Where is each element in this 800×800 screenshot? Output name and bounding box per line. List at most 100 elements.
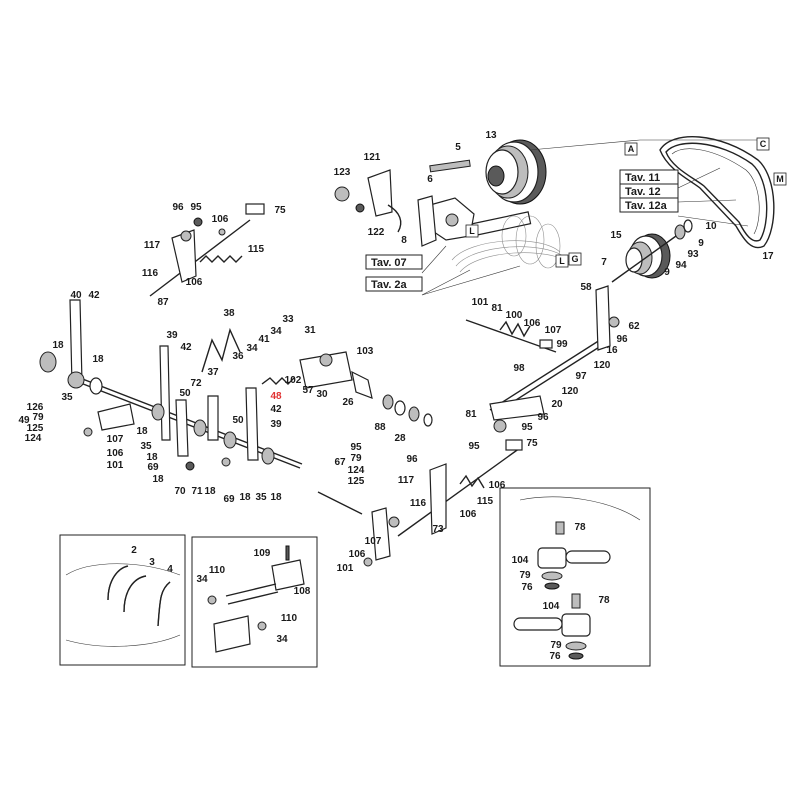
part-callout[interactable]: 117 (398, 475, 415, 486)
part-callout[interactable]: 71 (191, 486, 203, 497)
part-callout[interactable]: 99 (556, 339, 568, 350)
part-callout[interactable]: 75 (526, 438, 538, 449)
part-callout[interactable]: 115 (248, 244, 265, 255)
part-callout[interactable]: 96 (172, 202, 184, 213)
part-callout[interactable]: 79 (350, 453, 362, 464)
part-callout[interactable]: 6 (427, 174, 433, 185)
part-callout[interactable]: 70 (174, 486, 186, 497)
part-callout[interactable]: 34 (276, 634, 288, 645)
part-callout[interactable]: 101 (107, 460, 124, 471)
part-callout[interactable]: 5 (455, 142, 461, 153)
part-callout[interactable]: 116 (410, 498, 427, 509)
part-callout[interactable]: 50 (179, 388, 191, 399)
part-callout[interactable]: 39 (166, 330, 178, 341)
part-callout[interactable]: 94 (675, 260, 687, 271)
part-callout[interactable]: 126 (27, 402, 44, 413)
part-callout[interactable]: 72 (190, 378, 202, 389)
part-callout[interactable]: 18 (136, 426, 148, 437)
part-callout[interactable]: 95 (521, 422, 533, 433)
part-callout[interactable]: 120 (562, 386, 579, 397)
part-callout[interactable]: 101 (472, 297, 489, 308)
part-callout[interactable]: 18 (239, 492, 251, 503)
part-callout[interactable]: 33 (282, 314, 294, 325)
part-callout[interactable]: 97 (575, 371, 587, 382)
part-callout[interactable]: 117 (144, 240, 161, 251)
part-callout[interactable]: 18 (52, 340, 64, 351)
part-callout[interactable]: 106 (460, 509, 477, 520)
part-callout[interactable]: 107 (545, 325, 562, 336)
part-callout[interactable]: 9 (698, 238, 704, 249)
part-callout[interactable]: 38 (223, 308, 235, 319)
part-callout[interactable]: 106 (349, 549, 366, 560)
part-callout[interactable]: 95 (190, 202, 202, 213)
part-callout[interactable]: 50 (232, 415, 244, 426)
part-callout[interactable]: 15 (610, 230, 622, 241)
part-callout[interactable]: 79 (32, 412, 44, 423)
part-callout[interactable]: 49 (18, 415, 30, 426)
part-callout[interactable]: 57 (302, 385, 314, 396)
part-callout[interactable]: 42 (180, 342, 192, 353)
part-callout[interactable]: 18 (146, 452, 158, 463)
part-callout[interactable]: 102 (285, 375, 302, 386)
part-callout[interactable]: 79 (519, 570, 531, 581)
part-callout[interactable]: 8 (401, 235, 407, 246)
part-callout[interactable]: 67 (334, 457, 346, 468)
part-callout[interactable]: 96 (406, 454, 418, 465)
part-callout[interactable]: 35 (255, 492, 267, 503)
part-callout[interactable]: 34 (270, 326, 282, 337)
part-callout[interactable]: 96 (616, 334, 628, 345)
part-callout[interactable]: 81 (491, 303, 503, 314)
part-callout[interactable]: 34 (196, 574, 208, 585)
part-callout[interactable]: 37 (207, 367, 219, 378)
part-callout[interactable]: 30 (316, 389, 328, 400)
part-callout[interactable]: 103 (357, 346, 374, 357)
part-callout[interactable]: 87 (157, 297, 169, 308)
part-callout[interactable]: 104 (512, 555, 529, 566)
part-callout[interactable]: 20 (551, 399, 563, 410)
part-callout[interactable]: 125 (348, 476, 365, 487)
part-callout[interactable]: 35 (61, 392, 73, 403)
part-callout[interactable]: 69 (223, 494, 235, 505)
part-callout[interactable]: 79 (550, 640, 562, 651)
part-callout-highlighted[interactable]: 48 (270, 391, 282, 402)
part-callout[interactable]: 109 (254, 548, 271, 559)
part-callout[interactable]: 122 (368, 227, 385, 238)
part-callout[interactable]: 18 (204, 486, 216, 497)
part-callout[interactable]: 7 (601, 257, 607, 268)
part-callout[interactable]: 107 (107, 434, 124, 445)
part-callout[interactable]: 17 (762, 251, 774, 262)
part-callout[interactable]: 26 (342, 397, 354, 408)
part-callout[interactable]: 108 (294, 586, 311, 597)
part-callout[interactable]: 3 (149, 557, 155, 568)
part-callout[interactable]: 58 (580, 282, 592, 293)
part-callout[interactable]: 98 (513, 363, 525, 374)
part-callout[interactable]: 104 (543, 601, 560, 612)
part-callout[interactable]: 120 (594, 360, 611, 371)
part-callout[interactable]: 13 (485, 130, 497, 141)
part-callout[interactable]: 78 (598, 595, 610, 606)
part-callout[interactable]: 40 (70, 290, 82, 301)
part-callout[interactable]: 16 (606, 345, 618, 356)
part-callout[interactable]: 93 (687, 249, 699, 260)
part-callout[interactable]: 75 (274, 205, 286, 216)
part-callout[interactable]: 2 (131, 545, 137, 556)
part-callout[interactable]: 4 (167, 564, 173, 575)
part-callout[interactable]: 35 (140, 441, 152, 452)
part-callout[interactable]: 78 (574, 522, 586, 533)
part-callout[interactable]: 124 (25, 433, 42, 444)
part-callout[interactable]: 115 (477, 496, 494, 507)
part-callout[interactable]: 18 (152, 474, 164, 485)
part-callout[interactable]: 10 (705, 221, 717, 232)
part-callout[interactable]: 123 (334, 167, 351, 178)
part-callout[interactable]: 101 (337, 563, 354, 574)
part-callout[interactable]: 76 (549, 651, 561, 662)
part-callout[interactable]: 106 (489, 480, 506, 491)
part-callout[interactable]: 121 (364, 152, 381, 163)
part-callout[interactable]: 81 (465, 409, 477, 420)
part-callout[interactable]: 36 (232, 351, 244, 362)
part-callout[interactable]: 31 (304, 325, 316, 336)
part-callout[interactable]: 95 (468, 441, 480, 452)
part-callout[interactable]: 73 (432, 524, 444, 535)
part-callout[interactable]: 34 (246, 343, 258, 354)
part-callout[interactable]: 39 (270, 419, 282, 430)
